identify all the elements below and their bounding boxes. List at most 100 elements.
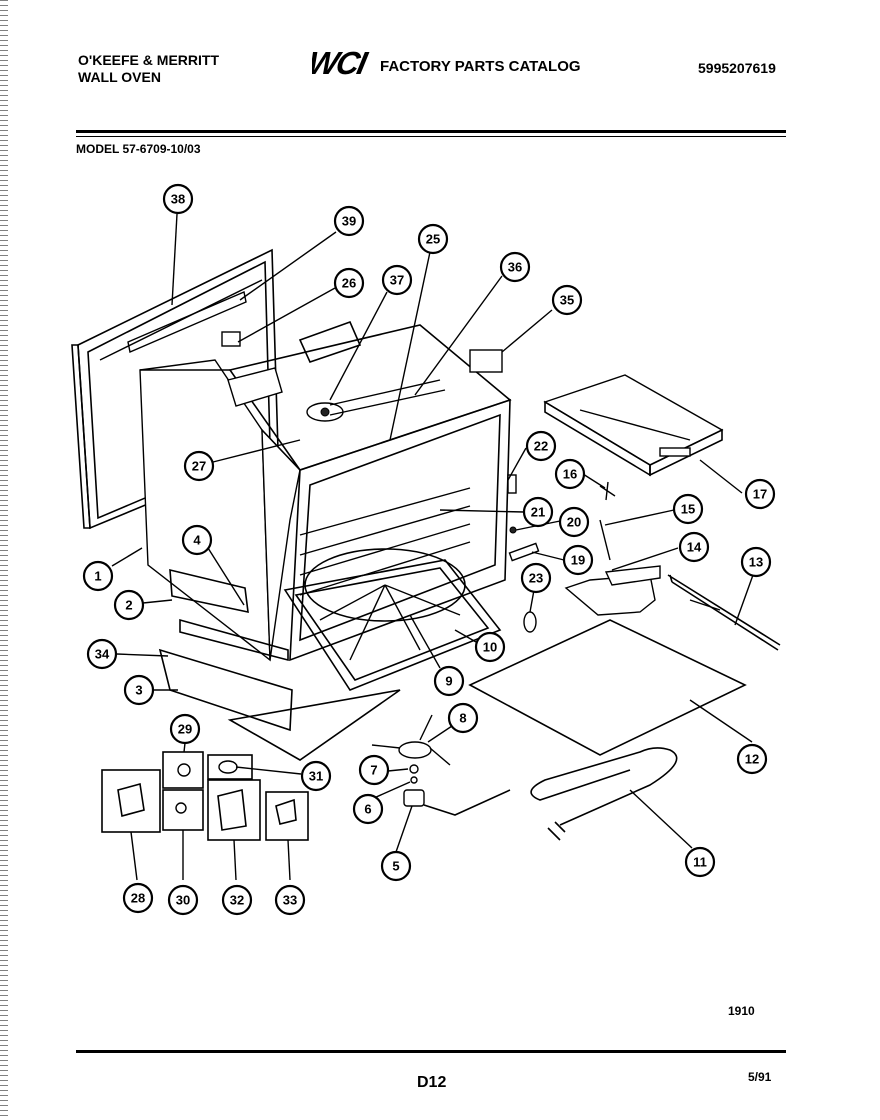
callout-label: 6 — [364, 802, 371, 817]
brand-block: O'KEEFE & MERRITT WALL OVEN — [78, 52, 219, 86]
callout-label: 3 — [135, 683, 142, 698]
callout-31: 31 — [300, 760, 332, 792]
callout-label: 22 — [534, 439, 548, 454]
catalog-title: FACTORY PARTS CATALOG — [380, 58, 581, 75]
product-type: WALL OVEN — [78, 69, 161, 85]
callout-17: 17 — [744, 478, 776, 510]
callout-label: 33 — [283, 893, 297, 908]
callout-label: 23 — [529, 571, 543, 586]
callout-label: 32 — [230, 893, 244, 908]
callout-13: 13 — [740, 546, 772, 578]
oven-bottom-tray — [283, 548, 502, 691]
callout-label: 5 — [392, 859, 399, 874]
callout-28: 28 — [122, 882, 154, 914]
callout-label: 19 — [571, 553, 585, 568]
callout-12: 12 — [736, 743, 768, 775]
callout-23: 23 — [520, 562, 552, 594]
callout-30: 30 — [167, 884, 199, 916]
diagram-number: 1910 — [728, 1004, 755, 1018]
callout-38: 38 — [162, 183, 194, 215]
callout-34: 34 — [86, 638, 118, 670]
callout-label: 27 — [192, 459, 206, 474]
callout-label: 15 — [681, 502, 695, 517]
callout-9: 9 — [433, 665, 465, 697]
catalog-number: 5995207619 — [698, 60, 776, 76]
callout-label: 16 — [563, 467, 577, 482]
callout-4: 4 — [181, 524, 213, 556]
light-assembly — [371, 714, 511, 816]
callout-label: 9 — [445, 674, 452, 689]
callout-label: 2 — [125, 598, 132, 613]
callout-label: 38 — [171, 192, 185, 207]
callout-label: 37 — [390, 273, 404, 288]
broil-element — [667, 574, 781, 651]
callout-label: 21 — [531, 505, 545, 520]
callout-14: 14 — [678, 531, 710, 563]
brand-name: O'KEEFE & MERRITT — [78, 52, 219, 68]
callout-7: 7 — [358, 754, 390, 786]
boxed-parts — [101, 751, 309, 841]
callout-label: 39 — [342, 214, 356, 229]
callout-11: 11 — [684, 846, 716, 878]
callout-35: 35 — [551, 284, 583, 316]
callout-10: 10 — [474, 631, 506, 663]
callout-19: 19 — [562, 544, 594, 576]
callout-36: 36 — [499, 251, 531, 283]
callout-37: 37 — [381, 264, 413, 296]
callout-label: 10 — [483, 640, 497, 655]
callout-label: 20 — [567, 515, 581, 530]
callout-16: 16 — [554, 458, 586, 490]
callout-label: 35 — [560, 293, 574, 308]
callout-label: 1 — [94, 569, 101, 584]
callout-label: 7 — [370, 763, 377, 778]
model-number: MODEL 57-6709-10/03 — [76, 142, 201, 156]
callout-39: 39 — [333, 205, 365, 237]
callout-1: 1 — [82, 560, 114, 592]
callout-5: 5 — [380, 850, 412, 882]
callout-label: 30 — [176, 893, 190, 908]
scan-edge-artifact — [0, 0, 8, 1120]
small-hardware — [507, 474, 540, 633]
logo-text: WCI — [312, 46, 371, 78]
bake-element — [530, 747, 678, 841]
footer-rule — [76, 1050, 786, 1053]
callout-26: 26 — [333, 267, 365, 299]
callout-33: 33 — [274, 884, 306, 916]
side-bracket — [158, 568, 401, 761]
callout-label: 4 — [193, 533, 201, 548]
callout-2: 2 — [113, 589, 145, 621]
callout-6: 6 — [352, 793, 384, 825]
callout-label: 17 — [753, 487, 767, 502]
callout-label: 13 — [749, 555, 763, 570]
header-rule-thick — [76, 130, 786, 133]
callout-label: 25 — [426, 232, 440, 247]
callout-label: 8 — [459, 711, 466, 726]
wci-logo: WCI — [312, 46, 371, 78]
callout-21: 21 — [522, 496, 554, 528]
callout-3: 3 — [123, 674, 155, 706]
page-code: D12 — [417, 1074, 447, 1091]
callout-label: 31 — [309, 769, 323, 784]
header-rule-thin — [76, 136, 786, 137]
thermostat-bracket — [564, 481, 661, 616]
callout-20: 20 — [558, 506, 590, 538]
callout-27: 27 — [183, 450, 215, 482]
callout-32: 32 — [221, 884, 253, 916]
callout-15: 15 — [672, 493, 704, 525]
callout-label: 29 — [178, 722, 192, 737]
callout-29: 29 — [169, 713, 201, 745]
callout-label: 28 — [131, 891, 145, 906]
callout-8: 8 — [447, 702, 479, 734]
bottom-panel — [468, 619, 747, 756]
callout-25: 25 — [417, 223, 449, 255]
leader-lines — [111, 213, 754, 881]
callout-label: 26 — [342, 276, 356, 291]
callout-label: 34 — [95, 647, 110, 662]
callout-label: 36 — [508, 260, 522, 275]
callout-label: 11 — [693, 855, 707, 870]
callout-22: 22 — [525, 430, 557, 462]
control-panel — [543, 374, 724, 477]
callout-label: 12 — [745, 752, 759, 767]
callout-label: 14 — [687, 540, 702, 555]
